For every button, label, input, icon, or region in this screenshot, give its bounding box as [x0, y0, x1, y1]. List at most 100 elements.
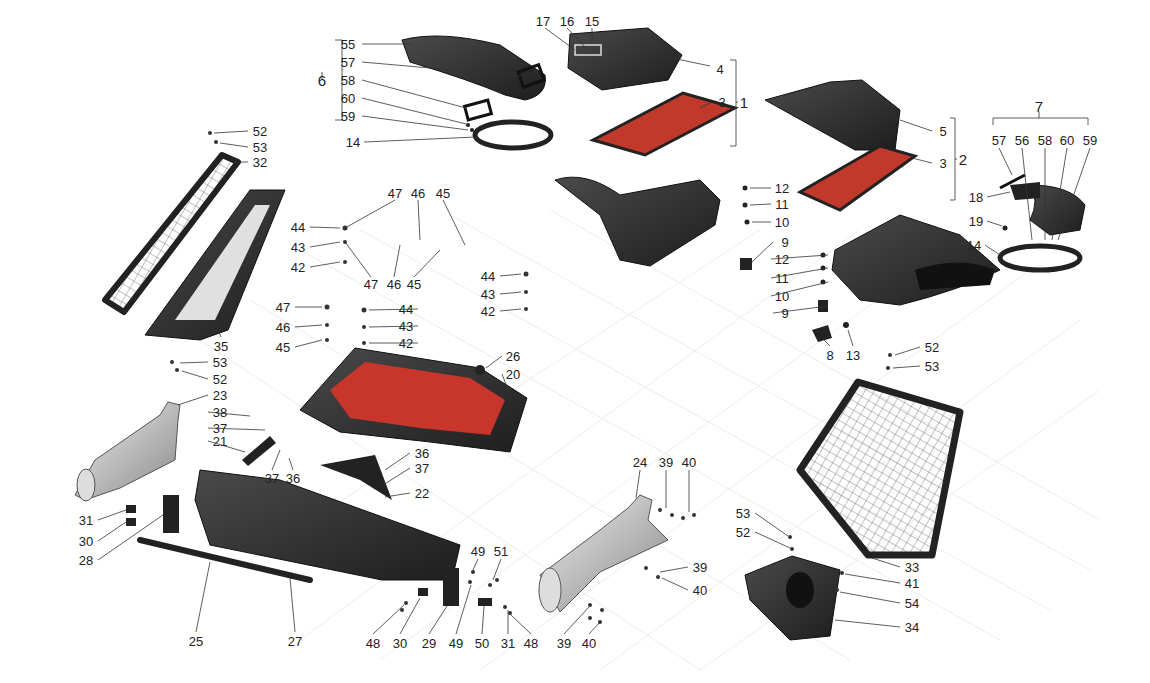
callout-number: 58: [341, 74, 355, 87]
callout-number: 13: [846, 349, 860, 362]
callout-number: 46: [411, 187, 425, 200]
callout-number: 37: [415, 462, 429, 475]
callout-number: 59: [341, 110, 355, 123]
callout-number: 53: [736, 507, 750, 520]
callout-number: 2: [959, 152, 967, 167]
callout-number: 7: [1035, 99, 1043, 114]
callout-number: 45: [276, 341, 290, 354]
callout-number: 53: [213, 356, 227, 369]
callout-number: 60: [341, 92, 355, 105]
callout-number: 10: [775, 290, 789, 303]
callout-number: 30: [393, 637, 407, 650]
callout-number: 37: [213, 422, 227, 435]
callout-number: 52: [736, 526, 750, 539]
callout-number: 34: [905, 621, 919, 634]
callout-number: 14: [346, 136, 360, 149]
callout-number: 27: [288, 635, 302, 648]
callout-number: 39: [693, 561, 707, 574]
callout-number: 21: [213, 435, 227, 448]
callout-number: 28: [79, 554, 93, 567]
callout-number: 18: [969, 191, 983, 204]
callout-number: 40: [582, 637, 596, 650]
callout-number: 22: [415, 487, 429, 500]
callout-number: 31: [79, 514, 93, 527]
callout-number: 46: [387, 278, 401, 291]
callout-number: 57: [341, 56, 355, 69]
callout-number: 9: [781, 307, 788, 320]
callout-number: 45: [407, 278, 421, 291]
callout-number: 32: [253, 156, 267, 169]
callout-number: 12: [775, 253, 789, 266]
callout-number: 15: [585, 15, 599, 28]
callout-number: 4: [716, 63, 723, 76]
callout-number: 53: [253, 141, 267, 154]
callout-number: 29: [422, 637, 436, 650]
callout-number: 35: [214, 340, 228, 353]
callout-number: 60: [1060, 134, 1074, 147]
callout-number: 49: [449, 637, 463, 650]
callout-number: 43: [481, 288, 495, 301]
callout-number: 47: [388, 187, 402, 200]
callout-number: 58: [1038, 134, 1052, 147]
callout-number: 40: [682, 456, 696, 469]
callout-number: 42: [399, 337, 413, 350]
callout-number: 41: [905, 577, 919, 590]
callout-number: 16: [560, 15, 574, 28]
callout-number: 48: [366, 637, 380, 650]
callout-number: 50: [475, 637, 489, 650]
callout-number: 42: [291, 261, 305, 274]
callout-number: 39: [659, 456, 673, 469]
callout-number: 17: [536, 15, 550, 28]
callout-number: 11: [775, 272, 789, 285]
callout-number: 53: [925, 360, 939, 373]
callout-number: 44: [481, 270, 495, 283]
callout-number: 24: [633, 456, 647, 469]
callout-number: 30: [79, 535, 93, 548]
callout-number: 43: [291, 241, 305, 254]
callout-number: 8: [826, 349, 833, 362]
callout-number: 48: [524, 637, 538, 650]
callout-number: 10: [775, 216, 789, 229]
callout-number: 57: [992, 134, 1006, 147]
callout-number: 3: [718, 96, 725, 109]
callout-number: 52: [253, 125, 267, 138]
callout-number: 26: [506, 350, 520, 363]
callout-number: 51: [494, 545, 508, 558]
callout-number: 31: [501, 637, 515, 650]
callout-number: 52: [213, 373, 227, 386]
callout-number: 44: [291, 221, 305, 234]
callout-number: 6: [318, 73, 326, 88]
callout-number: 46: [276, 321, 290, 334]
callout-number: 52: [925, 341, 939, 354]
callout-number: 59: [1083, 134, 1097, 147]
callout-number: 19: [969, 215, 983, 228]
callout-number: 36: [415, 447, 429, 460]
callout-number: 5: [939, 125, 946, 138]
callout-number: 49: [471, 545, 485, 558]
callout-number: 54: [905, 597, 919, 610]
callout-number: 14: [967, 239, 981, 252]
callout-number: 23: [213, 389, 227, 402]
callout-number: 33: [905, 561, 919, 574]
callout-number: 11: [775, 198, 789, 211]
callout-number: 1: [740, 95, 748, 110]
callout-number: 45: [436, 187, 450, 200]
callout-number: 44: [399, 303, 413, 316]
callout-number: 12: [775, 182, 789, 195]
callout-number: 47: [276, 301, 290, 314]
callout-number: 39: [557, 637, 571, 650]
callout-number: 43: [399, 320, 413, 333]
callout-number: 36: [286, 472, 300, 485]
callout-number: 38: [213, 406, 227, 419]
callout-number: 3: [939, 157, 946, 170]
callout-number: 56: [1015, 134, 1029, 147]
callout-number: 55: [341, 38, 355, 51]
callout-number: 9: [781, 236, 788, 249]
callout-number: 40: [693, 584, 707, 597]
callout-number: 25: [189, 635, 203, 648]
callout-number: 47: [364, 278, 378, 291]
callout-number: 37: [265, 472, 279, 485]
callout-number: 20: [506, 368, 520, 381]
